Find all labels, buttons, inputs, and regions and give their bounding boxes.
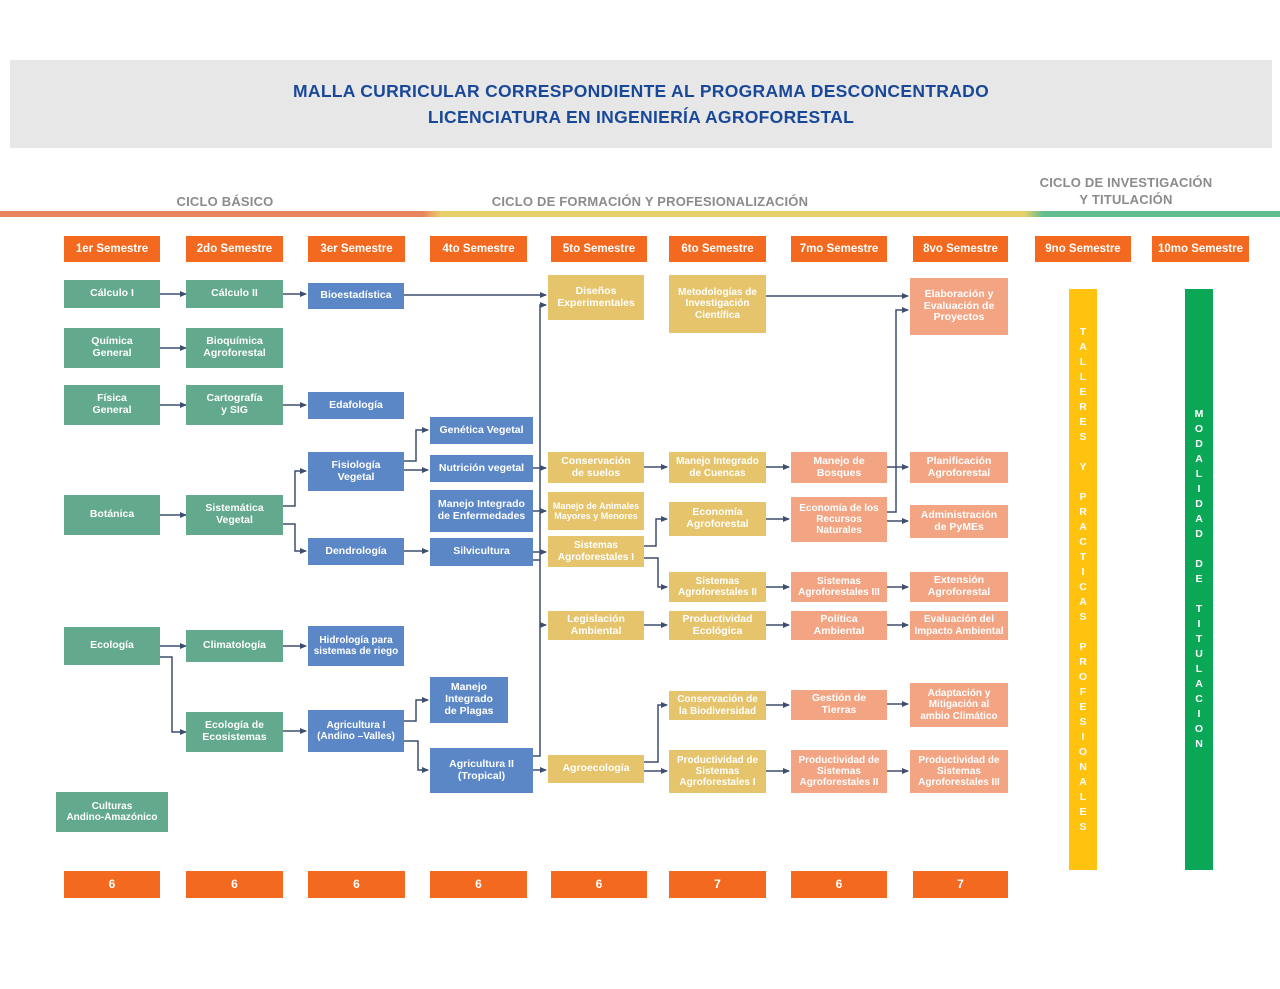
semester-header-2: 2do Semestre — [186, 236, 283, 262]
course-climatologia: Climatología — [186, 630, 283, 662]
arrow-20 — [644, 557, 668, 590]
arrow-38 — [404, 740, 429, 773]
title-band: MALLA CURRICULAR CORRESPONDIENTE AL PROG… — [10, 60, 1272, 148]
course-conservacion-biodiversidad: Conservación de la Biodiversidad — [669, 691, 766, 720]
course-legislacion-ambiental: Legislación Ambiental — [548, 611, 644, 640]
course-manejo-integrado-enfermedades: Manejo Integrado de Enfermedades — [430, 490, 533, 532]
course-manejo-integrado-cuencas: Manejo Integrado de Cuencas — [669, 452, 766, 483]
arrow-35 — [160, 656, 187, 735]
modalidad-titulacion-bar: M O D A L I D A D D E T I T U L A C I O … — [1185, 289, 1213, 870]
course-sistematica-vegetal: Sistemática Vegetal — [186, 495, 283, 535]
course-productividad-ecologica: Productividad Ecológica — [669, 611, 766, 640]
course-botanica: Botánica — [64, 495, 160, 535]
arrow-8 — [283, 468, 307, 507]
course-economia-agroforestal: Economía Agroforestal — [669, 502, 766, 536]
course-fisica-general: Física General — [64, 385, 160, 425]
course-elaboracion-proyectos: Elaboración y Evaluación de Proyectos — [910, 278, 1008, 335]
cycle-formacion-label: CICLO DE FORMACIÓN Y PROFESIONALIZACIÓN — [491, 194, 809, 209]
page-title-line2: LICENCIATURA EN INGENIERÍA AGROFORESTAL — [427, 106, 855, 127]
course-culturas-andino-amazonico: Culturas Andino-Amazónico — [56, 792, 168, 832]
modalidad-titulacion-bar-label: M O D A L I D A D D E T I T U L A C I O … — [1194, 408, 1204, 750]
course-quimica-general: Química General — [64, 328, 160, 368]
course-politica-ambiental: Política Ambiental — [791, 611, 887, 640]
arrow-9 — [283, 523, 307, 554]
course-agricultura-1: Agricultura I (Andino –Valles) — [308, 710, 404, 752]
credits-semester-3: 6 — [308, 871, 405, 898]
course-conservacion-de-suelos: Conservación de suelos — [548, 452, 644, 483]
course-economia-recursos-naturales: Economía de los Recursos Naturales — [791, 497, 887, 542]
arrow-10 — [404, 427, 429, 462]
course-extension-agroforestal: Extensión Agroforestal — [910, 572, 1008, 602]
semester-header-8: 8vo Semestre — [913, 236, 1008, 262]
credits-semester-5: 6 — [551, 871, 647, 898]
course-sistemas-agroforestales-2: Sistemas Agroforestales II — [669, 572, 766, 602]
arrow-19 — [644, 516, 668, 547]
course-planificacion-agroforestal: Planificación Agroforestal — [910, 452, 1008, 483]
credits-semester-7: 6 — [791, 871, 887, 898]
cycle-color-strip — [0, 211, 1280, 217]
course-cartografia-y-sig: Cartografía y SIG — [186, 385, 283, 425]
course-productividad-sa-3: Productividad de Sistemas Agroforestales… — [910, 750, 1008, 793]
semester-header-5: 5to Semestre — [551, 236, 647, 262]
course-evaluacion-impacto-ambiental: Evaluación del Impacto Ambiental — [910, 611, 1008, 640]
credits-semester-1: 6 — [64, 871, 160, 898]
course-manejo-animales: Manejo de Animales Mayores y Menores — [548, 492, 644, 530]
course-metodologias-investigacion: Metodologías de Investigación Científica — [669, 275, 766, 333]
course-productividad-sa-1: Productividad de Sistemas Agroforestales… — [669, 750, 766, 793]
course-sistemas-agroforestales-3: Sistemas Agroforestales III — [791, 572, 887, 602]
arrow-37 — [404, 697, 429, 722]
semester-header-10: 10mo Semestre — [1152, 236, 1249, 262]
course-agroecologia: Agroecología — [548, 755, 644, 783]
arrow-23 — [887, 307, 909, 513]
semester-header-6: 6to Semestre — [669, 236, 766, 262]
talleres-practicas-bar: T A L L E R E S Y P R A C T I C A S P R … — [1069, 289, 1097, 870]
talleres-practicas-bar-label: T A L L E R E S Y P R A C T I C A S P R … — [1078, 325, 1088, 833]
cycle-basico-label: CICLO BÁSICO — [176, 194, 274, 209]
course-nutricion-vegetal: Nutrición vegetal — [430, 455, 533, 482]
course-edafologia: Edafología — [308, 392, 404, 419]
page-title-line1: MALLA CURRICULAR CORRESPONDIENTE AL PROG… — [293, 80, 989, 101]
course-ecologia-de-ecosistemas: Ecología de Ecosistemas — [186, 712, 283, 752]
course-bioestadistica: Bioestadística — [308, 283, 404, 309]
semester-header-1: 1er Semestre — [64, 236, 160, 262]
cycle-investigacion-label: CICLO DE INVESTIGACIÓN Y TITULACIÓN — [1039, 175, 1213, 207]
credits-semester-6: 7 — [669, 871, 766, 898]
course-productividad-sa-2: Productividad de Sistemas Agroforestales… — [791, 750, 887, 793]
course-dendrologia: Dendrología — [308, 538, 404, 565]
course-gestion-de-tierras: Gestión de Tierras — [791, 690, 887, 720]
course-genetica-vegetal: Genética Vegetal — [430, 417, 533, 444]
course-adaptacion-cambio-climatico: Adaptación y Mitigación al ambio Climáti… — [910, 683, 1008, 727]
credits-semester-4: 6 — [430, 871, 527, 898]
arrow-40 — [644, 702, 668, 763]
course-calculo-2: Cálculo II — [186, 280, 283, 308]
course-fisiologia-vegetal: Fisiología Vegetal — [308, 452, 404, 491]
course-ecologia: Ecología — [64, 627, 160, 665]
course-sistemas-agroforestales-1: Sistemas Agroforestales I — [548, 536, 644, 567]
semester-header-9: 9no Semestre — [1035, 236, 1131, 262]
course-agricultura-2: Agricultura II (Tropical) — [430, 748, 533, 793]
course-disenos-experimentales: Diseños Experimentales — [548, 275, 644, 320]
course-silvicultura: Silvicultura — [430, 538, 533, 566]
course-bioquimica-agroforestal: Bioquímica Agroforestal — [186, 328, 283, 368]
arrow-27 — [533, 302, 547, 757]
course-manejo-integrado-plagas: Manejo Integrado de Plagas — [430, 677, 508, 723]
course-manejo-de-bosques: Manejo de Bosques — [791, 452, 887, 483]
course-calculo-1: Cálculo I — [64, 280, 160, 308]
credits-semester-2: 6 — [186, 871, 283, 898]
semester-header-7: 7mo Semestre — [791, 236, 887, 262]
credits-semester-8: 7 — [913, 871, 1008, 898]
semester-header-3: 3er Semestre — [308, 236, 405, 262]
course-administracion-pymes: Administración de PyMEs — [910, 505, 1008, 538]
course-hidrologia-sistemas-riego: Hidrología para sistemas de riego — [308, 626, 404, 666]
semester-header-4: 4to Semestre — [430, 236, 527, 262]
